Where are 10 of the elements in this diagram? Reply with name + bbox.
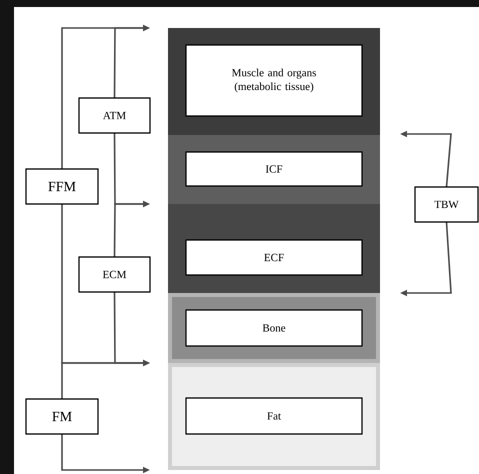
label-box: ECM bbox=[78, 256, 151, 293]
label-box: ATM bbox=[78, 97, 151, 134]
label-box: TBW bbox=[414, 186, 479, 223]
layer-box: ICF bbox=[185, 151, 363, 187]
layer-box: Bone bbox=[185, 309, 363, 347]
layer-box: ECF bbox=[185, 239, 363, 276]
label-box: FM bbox=[25, 398, 99, 435]
layer-box: Muscle and organs (metabolic tissue) bbox=[185, 44, 363, 117]
layer-box: Fat bbox=[185, 397, 363, 435]
label-box: FFM bbox=[25, 168, 99, 205]
